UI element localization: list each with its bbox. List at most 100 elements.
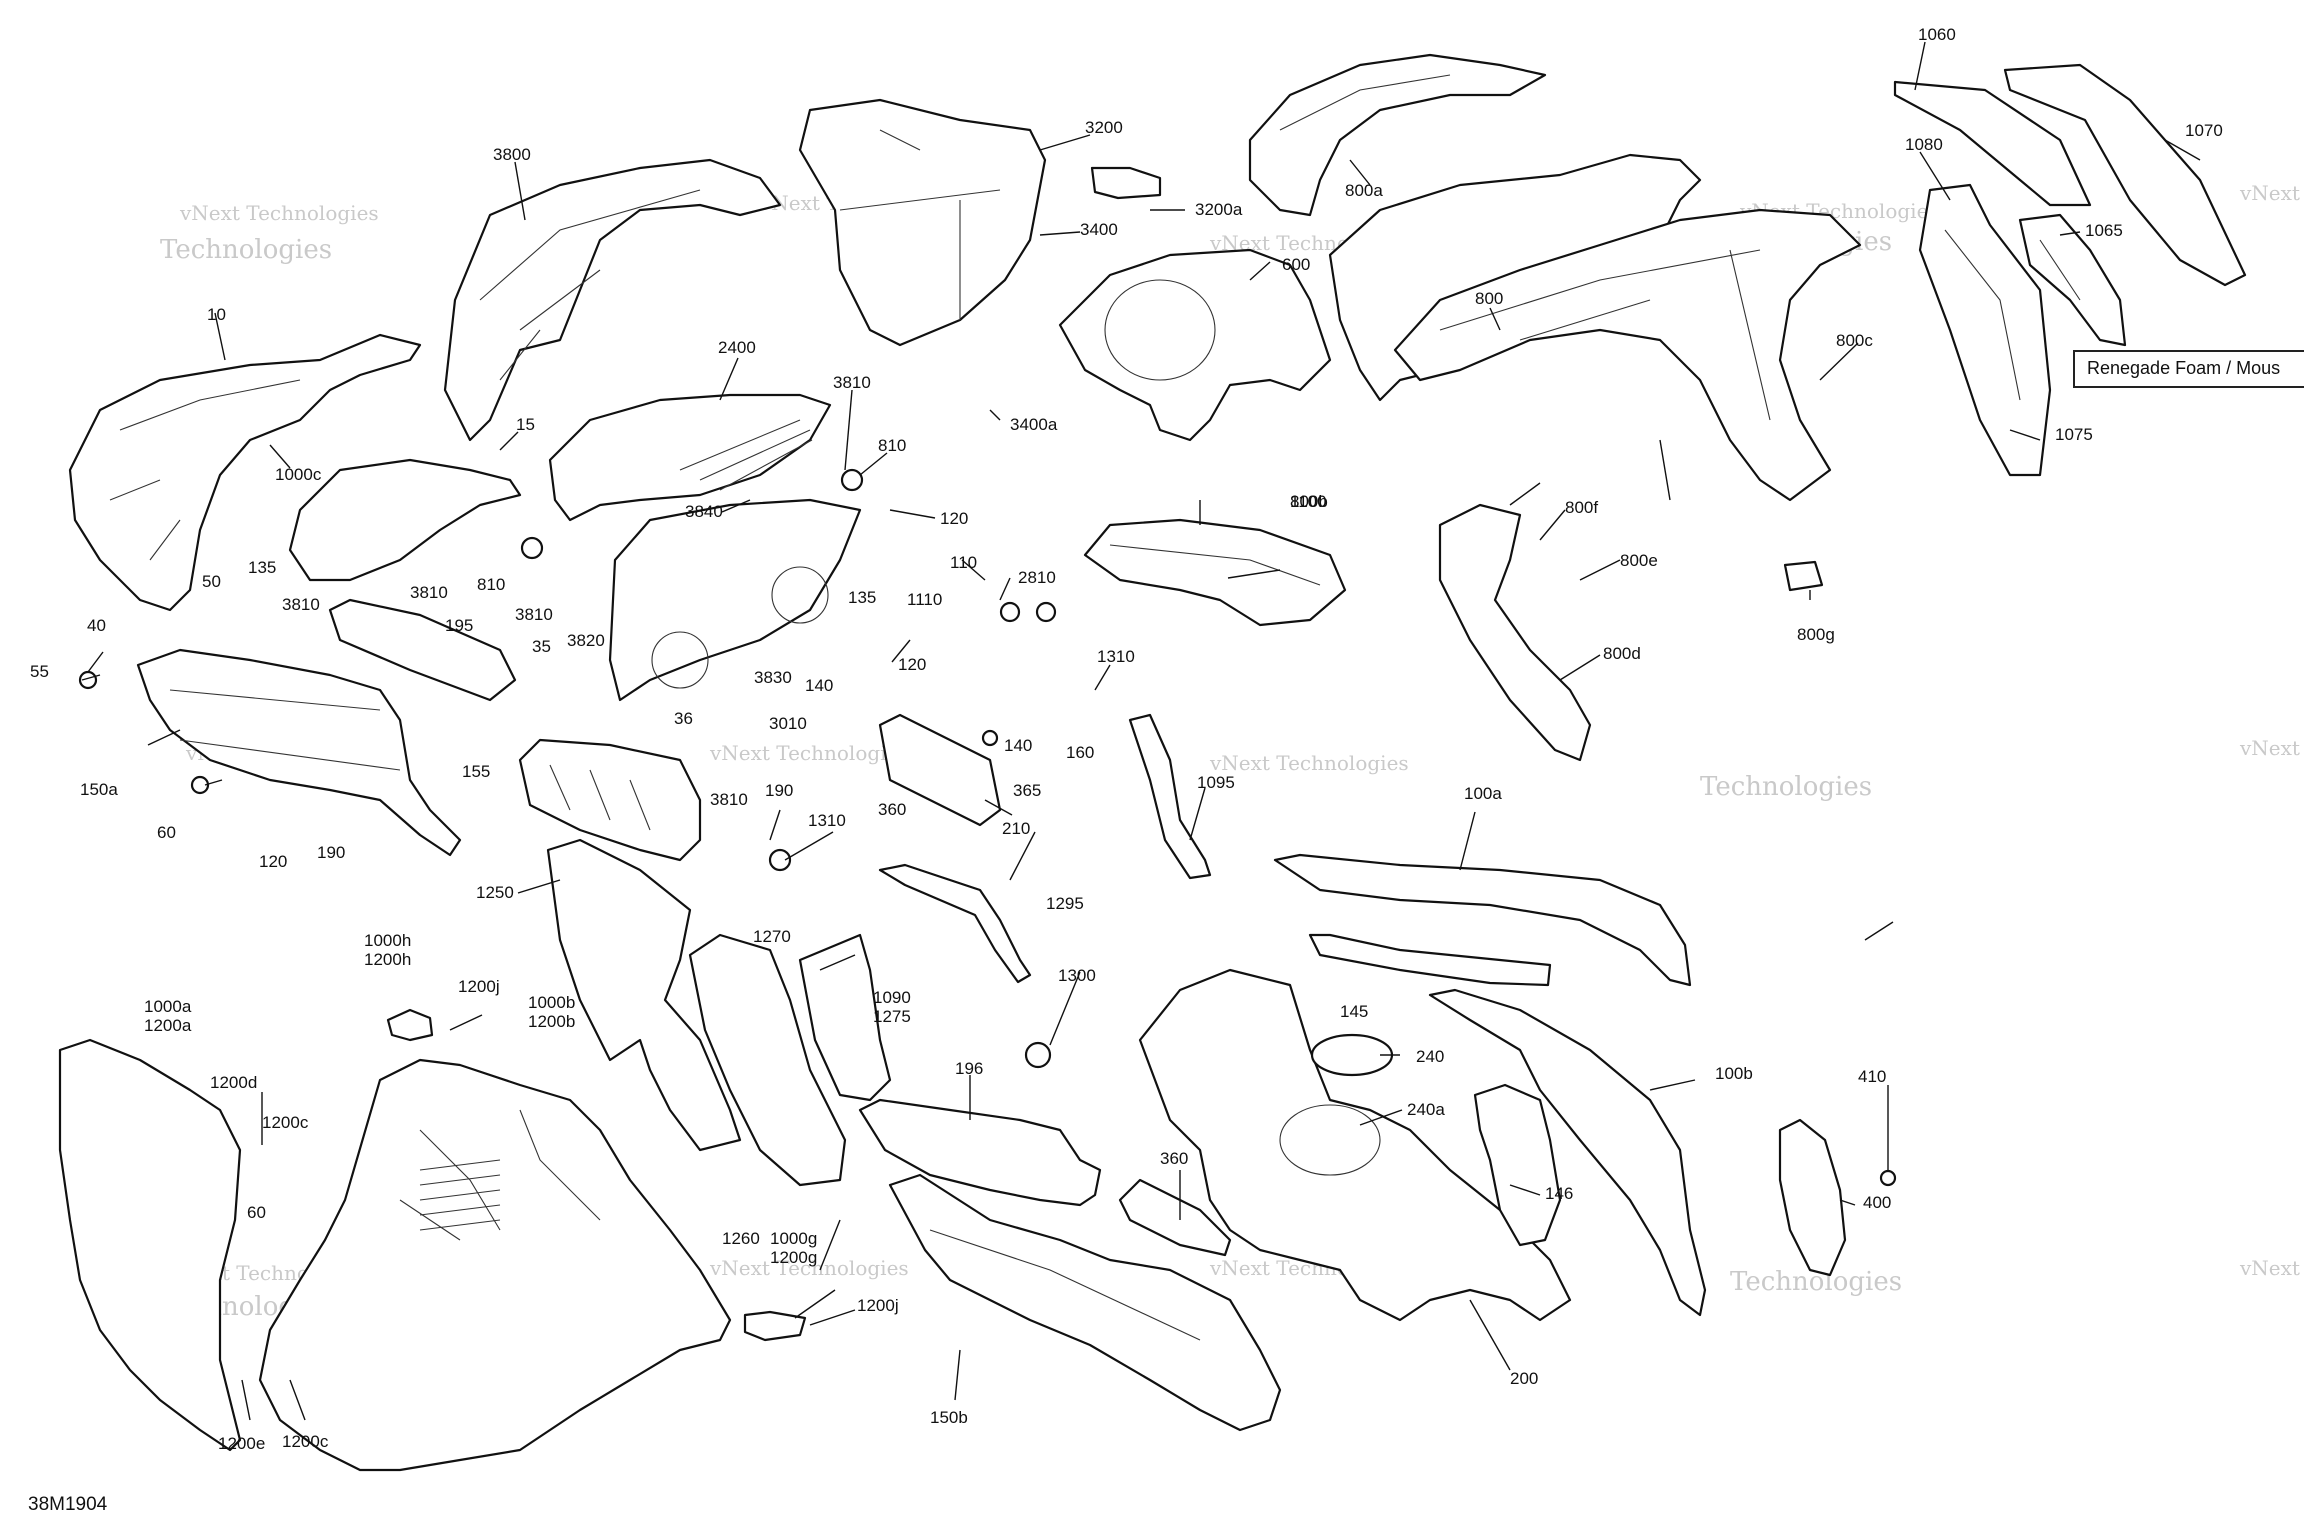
part-400 xyxy=(1778,1118,1847,1277)
fastener-icon xyxy=(981,729,999,747)
part-1100 xyxy=(1083,518,1347,627)
callout-label: 3010 xyxy=(769,714,807,733)
callout-label: 365 xyxy=(1013,781,1041,800)
callout-label: 146 xyxy=(1545,1184,1573,1203)
callout-label: 1090 xyxy=(873,988,911,1007)
callout-label: 240 xyxy=(1416,1047,1444,1066)
callout-label: 800a xyxy=(1345,181,1383,200)
part-detail xyxy=(1279,74,1451,131)
callout-label: 2810 xyxy=(1018,568,1056,587)
callout-label: 190 xyxy=(765,781,793,800)
callout-label: 145 xyxy=(1340,1002,1368,1021)
callout-label: 3810 xyxy=(282,595,320,614)
callout-label: 1200c xyxy=(262,1113,309,1132)
callout-label: 50 xyxy=(202,572,221,591)
callout-label: 360 xyxy=(878,800,906,819)
watermark-text: vNext Technologies xyxy=(1209,751,1409,775)
part-detail xyxy=(419,1159,501,1231)
callout-label: 40 xyxy=(87,616,106,635)
callout-label: 810 xyxy=(477,575,505,594)
callout-label: 1065 xyxy=(2085,221,2123,240)
callout-label: 810 xyxy=(878,436,906,455)
callout-label: 1200b xyxy=(528,1012,575,1031)
callout-label: 1200c xyxy=(282,1432,329,1451)
callout-label: 1250 xyxy=(476,883,514,902)
watermark-text: vNext Technologies xyxy=(709,741,909,765)
callout-label: 1095 xyxy=(1197,773,1235,792)
callout-label: 1270 xyxy=(753,927,791,946)
callout-label: 360 xyxy=(1160,1149,1188,1168)
callout-label: 1000a xyxy=(144,997,192,1016)
callout-label: 800f xyxy=(1565,498,1598,517)
callout-label: 3800 xyxy=(493,145,531,164)
watermark-text: vNext Technologies xyxy=(2239,1256,2304,1280)
callout-label: 55 xyxy=(30,662,49,681)
callout-label: 1075 xyxy=(2055,425,2093,444)
callout-label: 1200d xyxy=(210,1073,257,1092)
part-150a xyxy=(136,648,462,857)
callout-label: 1300 xyxy=(1058,966,1096,985)
part-detail xyxy=(399,1109,601,1241)
callout-label: 120 xyxy=(940,509,968,528)
callout-label: 200 xyxy=(1510,1369,1538,1388)
callout-label: 1200e xyxy=(218,1434,265,1453)
callout-label: 410 xyxy=(1858,1067,1886,1086)
callout-label: 1200g xyxy=(770,1248,817,1267)
part-1095 xyxy=(1128,713,1212,880)
callout-label: 100a xyxy=(1464,784,1502,803)
callout-label: 35 xyxy=(532,637,551,656)
callout-label: 15 xyxy=(516,415,535,434)
fastener-icon xyxy=(999,601,1021,623)
part-detail xyxy=(479,189,701,381)
callout-label: 10 xyxy=(207,305,226,324)
callout-label: 3810 xyxy=(710,790,748,809)
part-2400 xyxy=(548,393,832,522)
part-detail xyxy=(1279,1104,1381,1176)
part-195 xyxy=(328,598,517,702)
callout-label: 110 xyxy=(950,553,977,572)
watermark-text: vNext Technologies xyxy=(709,1256,909,1280)
fastener-icon xyxy=(768,848,792,872)
part-100a xyxy=(1273,853,1692,987)
part-360a xyxy=(878,713,1002,827)
fastener-icon xyxy=(1035,601,1057,623)
callout-label: 3810 xyxy=(515,605,553,624)
callout-label: 100b xyxy=(1715,1064,1753,1083)
callout-label: 135 xyxy=(248,558,276,577)
callout-label: 400 xyxy=(1863,1193,1891,1212)
part-10 xyxy=(68,333,422,612)
callout-label: 3400a xyxy=(1010,415,1058,434)
callout-labels: 1060 1070 1080 1065 1075 3800 3200 3200a… xyxy=(30,25,2223,1453)
callout-label: 1260 xyxy=(722,1229,760,1248)
callout-label: 60 xyxy=(157,823,176,842)
callout-label: 1275 xyxy=(873,1007,911,1026)
part-1300 xyxy=(1024,1041,1052,1069)
callout-label: 150b xyxy=(930,1408,968,1427)
watermark-text: Technologies xyxy=(160,235,332,265)
callout-label: 3200 xyxy=(1085,118,1123,137)
part-3800 xyxy=(443,158,782,442)
part-1080 xyxy=(1918,183,2052,477)
part-150b xyxy=(888,1173,1282,1432)
callout-label: 140 xyxy=(1004,736,1032,755)
callout-label: 1200j xyxy=(458,977,500,996)
watermark-text: vNext Technologies xyxy=(179,201,379,225)
part-800-side xyxy=(1393,208,1862,502)
callout-label: 1070 xyxy=(2185,121,2223,140)
part-detail xyxy=(1944,229,2081,401)
callout-label: 140 xyxy=(805,676,833,695)
drawing-number: 38M1904 xyxy=(28,1494,108,1515)
part-detail xyxy=(1104,279,1216,381)
note-box: Renegade Foam / Mous xyxy=(2073,350,2304,388)
part-1270 xyxy=(688,933,847,1187)
callout-label: 120 xyxy=(259,852,287,871)
part-1060 xyxy=(1893,80,2092,207)
part-100b xyxy=(1428,988,1707,1317)
callout-label: 135 xyxy=(848,588,876,607)
callout-label: 120 xyxy=(898,655,926,674)
callout-label: 1110 xyxy=(907,590,942,609)
watermark-text: vNext Technologies xyxy=(2239,736,2304,760)
callout-label: 190 xyxy=(317,843,345,862)
part-detail xyxy=(651,631,709,689)
